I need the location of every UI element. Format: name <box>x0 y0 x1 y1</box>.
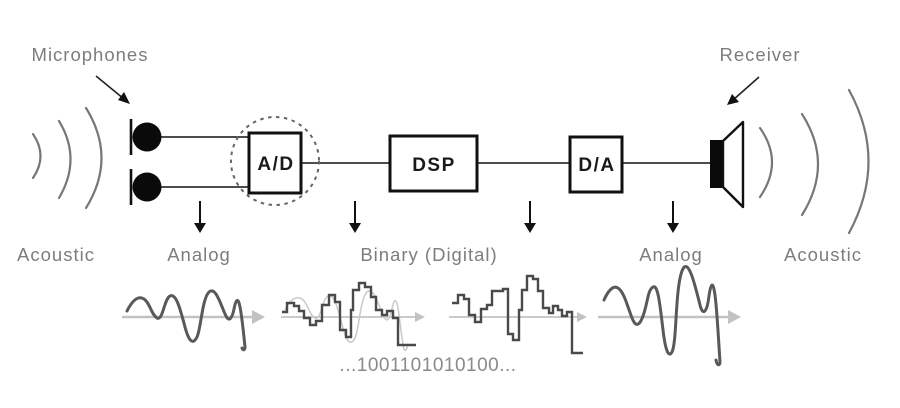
analog-waveform-input <box>122 289 265 352</box>
down-arrow-binary-left-icon <box>349 201 361 233</box>
down-arrow-binary-right-icon <box>524 201 536 233</box>
binary-string-label: ...1001101010100... <box>339 355 516 376</box>
down-arrow-analog-right-icon <box>667 201 679 233</box>
stage-label-acoustic-left: Acoustic <box>17 244 95 265</box>
digital-waveform-with-overlay <box>281 281 425 352</box>
stage-label-binary: Binary (Digital) <box>360 244 497 265</box>
stage-label-analog-right: Analog <box>639 244 703 265</box>
ad-block-label: A/D <box>257 154 294 175</box>
stage-label-analog-left: Analog <box>167 244 231 265</box>
microphones-label: Microphones <box>32 44 149 65</box>
da-block-label: D/A <box>578 155 615 176</box>
dsp-block: DSP <box>388 134 479 193</box>
ad-block: A/D <box>247 131 303 195</box>
microphone-icon <box>129 119 162 205</box>
receiver-label: Receiver <box>720 44 801 65</box>
digital-waveform <box>449 274 587 355</box>
receiver-callout-arrow-icon <box>727 76 760 105</box>
microphones-callout-arrow-icon <box>95 75 130 104</box>
sound-waves-right-icon <box>758 88 870 235</box>
da-block: D/A <box>568 135 624 194</box>
down-arrow-analog-left-icon <box>194 201 206 233</box>
stage-label-acoustic-right: Acoustic <box>784 244 862 265</box>
ad-highlight-circle <box>230 116 320 206</box>
analog-waveform-output <box>598 265 741 367</box>
speaker-icon <box>710 120 745 209</box>
sound-waves-left-icon <box>31 106 103 210</box>
dsp-block-label: DSP <box>412 155 456 176</box>
